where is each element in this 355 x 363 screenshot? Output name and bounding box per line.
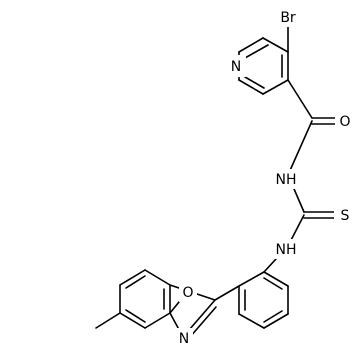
bond bbox=[95, 312, 121, 329]
atom-mask bbox=[175, 328, 193, 348]
atom-mask bbox=[228, 55, 246, 77]
bond bbox=[287, 120, 313, 176]
atom-mask bbox=[179, 282, 197, 302]
atom-oxazole-nitrogen: N bbox=[179, 331, 189, 347]
atom-pyridine-nitrogen: N bbox=[231, 59, 241, 75]
atom-mask bbox=[273, 239, 301, 259]
atom-carbonyl-oxygen: O bbox=[339, 114, 350, 130]
atom-amide-nh: NH bbox=[276, 172, 297, 188]
bond bbox=[263, 271, 289, 287]
atom-mask bbox=[273, 7, 303, 27]
bond bbox=[263, 310, 283, 323]
atom-mask bbox=[273, 169, 301, 189]
bond bbox=[263, 277, 283, 290]
bond bbox=[125, 309, 146, 323]
atom-labels: Br N O NH S NH O N bbox=[175, 7, 353, 348]
bond bbox=[144, 269, 171, 286]
atom-mask bbox=[334, 205, 352, 225]
bond bbox=[119, 312, 146, 329]
atom-sulfur: S bbox=[341, 208, 350, 224]
bond bbox=[262, 37, 289, 53]
bond bbox=[238, 313, 265, 329]
bond bbox=[119, 269, 146, 286]
bond bbox=[244, 76, 265, 89]
bond bbox=[238, 37, 264, 53]
bond bbox=[238, 271, 265, 287]
bond bbox=[244, 44, 269, 59]
bond bbox=[144, 312, 171, 329]
bond bbox=[263, 313, 289, 329]
bond bbox=[287, 79, 313, 119]
atom-bromine: Br bbox=[280, 10, 296, 26]
bond bbox=[189, 306, 217, 338]
bond bbox=[262, 79, 289, 95]
bonds bbox=[95, 23, 343, 338]
atom-mask bbox=[335, 111, 353, 131]
atom-thiourea-nh: NH bbox=[276, 242, 297, 258]
bond bbox=[214, 285, 240, 301]
atom-oxazole-oxygen: O bbox=[182, 285, 193, 301]
bond bbox=[125, 275, 146, 289]
bond bbox=[238, 79, 264, 95]
